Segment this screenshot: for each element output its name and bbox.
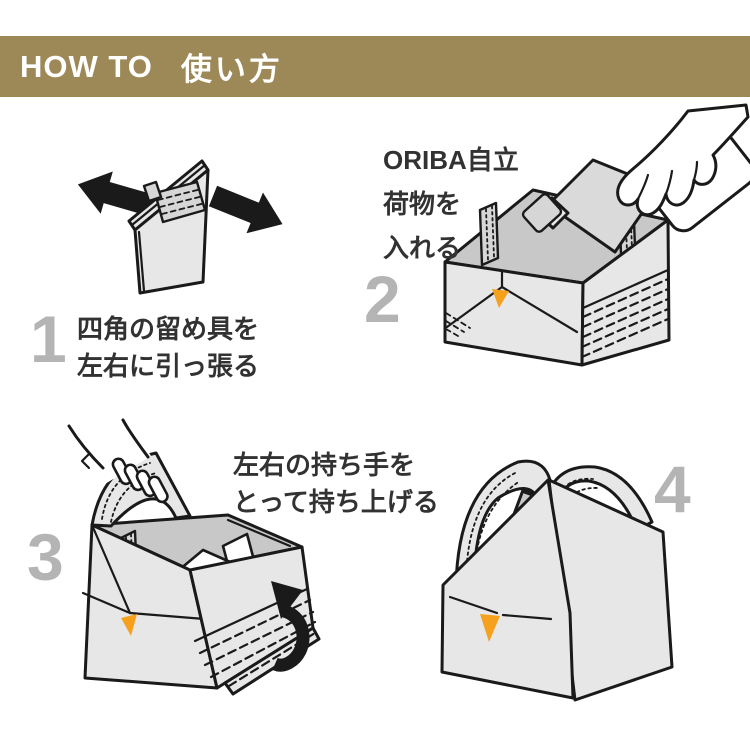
- step3-number: 3: [27, 520, 64, 594]
- orange-marker: [121, 614, 137, 636]
- finished-bag: [440, 459, 674, 702]
- header-title-ja: 使い方: [180, 52, 283, 87]
- step2-number: 2: [364, 262, 401, 336]
- caption-line: 荷物を: [383, 189, 462, 219]
- arrow-right-icon: [208, 185, 283, 234]
- step4-number: 4: [654, 452, 691, 526]
- hand-icon: [67, 418, 169, 504]
- arrow-left-icon: [77, 171, 154, 216]
- hand-icon: [616, 103, 750, 217]
- step1-illustration: [77, 159, 283, 295]
- step1-number: 1: [30, 302, 67, 376]
- step3-caption: 左右の持ち手を とって持ち上げる: [233, 447, 439, 521]
- lifted-box: [67, 418, 321, 696]
- step2-caption: ORIBA自立 荷物を 入れる: [383, 138, 519, 270]
- step1-caption: 四角の留め具を 左右に引っ張る: [77, 311, 259, 385]
- step2-illustration: [443, 103, 750, 367]
- orange-marker: [480, 614, 500, 642]
- step4-illustration: [440, 459, 674, 702]
- caption-line: 左右に引っ張る: [77, 351, 260, 381]
- folded-flat-box: [127, 159, 210, 295]
- curved-arrow-icon: [271, 581, 310, 672]
- orange-marker: [492, 289, 509, 308]
- header-title-en: HOW TO: [20, 48, 153, 84]
- inner-strap: [478, 201, 500, 267]
- caption-line: 左右の持ち手を: [233, 450, 416, 480]
- step3-illustration: [67, 418, 321, 696]
- open-box: [443, 103, 750, 367]
- caption-line: ORIBA自立: [383, 145, 519, 175]
- caption-line: 四角の留め具を: [77, 314, 260, 344]
- caption-line: 入れる: [383, 233, 462, 263]
- section-header: HOW TO 使い方: [0, 36, 750, 97]
- caption-line: とって持ち上げる: [233, 487, 439, 517]
